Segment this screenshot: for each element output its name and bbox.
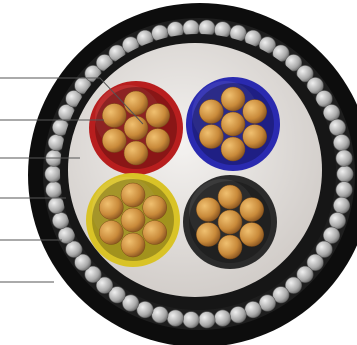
copper-strand: [218, 235, 242, 259]
copper-strand: [221, 137, 245, 161]
copper-strand: [99, 221, 123, 245]
copper-strand: [240, 198, 264, 222]
conductor-core: [89, 81, 183, 175]
copper-strand: [143, 196, 167, 220]
copper-strand: [124, 116, 148, 140]
armour-wire: [167, 310, 183, 326]
conductor-core: [183, 175, 277, 269]
armour-wire: [48, 197, 64, 213]
armour-wire: [58, 227, 74, 243]
armour-wire: [336, 182, 352, 198]
filler-bedding: [68, 43, 322, 297]
armour-wire: [245, 301, 261, 317]
copper-strand: [196, 223, 220, 247]
copper-strand: [243, 125, 267, 149]
armour-wire: [333, 134, 349, 150]
armour-wire: [199, 312, 215, 328]
copper-strand: [146, 104, 170, 128]
copper-strand: [143, 221, 167, 245]
copper-strand: [218, 185, 242, 209]
armour-wire: [199, 20, 215, 36]
copper-strand: [124, 91, 148, 115]
copper-strand: [121, 183, 145, 207]
copper-strand: [199, 100, 223, 124]
armour-wire: [183, 312, 199, 328]
armour-wire: [337, 166, 353, 182]
conductor-core: [186, 77, 280, 171]
armour-wire: [259, 295, 275, 311]
inner-sheath-layer: [60, 34, 336, 310]
armour-wire: [137, 301, 153, 317]
copper-strand: [124, 141, 148, 165]
copper-strand: [102, 104, 126, 128]
copper-strand: [121, 208, 145, 232]
copper-strand: [243, 100, 267, 124]
armour-wire: [52, 212, 68, 228]
copper-strand: [196, 198, 220, 222]
copper-strand: [221, 112, 245, 136]
armour-wire: [230, 307, 246, 323]
conductor-core: [86, 173, 180, 267]
armour-wire: [329, 119, 345, 135]
copper-strand: [240, 223, 264, 247]
copper-strand: [218, 210, 242, 234]
armour-wire: [214, 310, 230, 326]
armour-wire: [336, 150, 352, 166]
armour-wire: [152, 307, 168, 323]
armour-wire: [183, 20, 199, 36]
copper-strand: [99, 196, 123, 220]
armour-wire: [45, 166, 61, 182]
copper-strand: [199, 125, 223, 149]
copper-strand: [221, 87, 245, 111]
copper-strand: [121, 233, 145, 257]
armour-wire: [323, 105, 339, 121]
armour-wire: [329, 212, 345, 228]
armour-wire: [333, 197, 349, 213]
copper-strand: [146, 129, 170, 153]
armour-wire: [46, 182, 62, 198]
copper-strand: [102, 129, 126, 153]
